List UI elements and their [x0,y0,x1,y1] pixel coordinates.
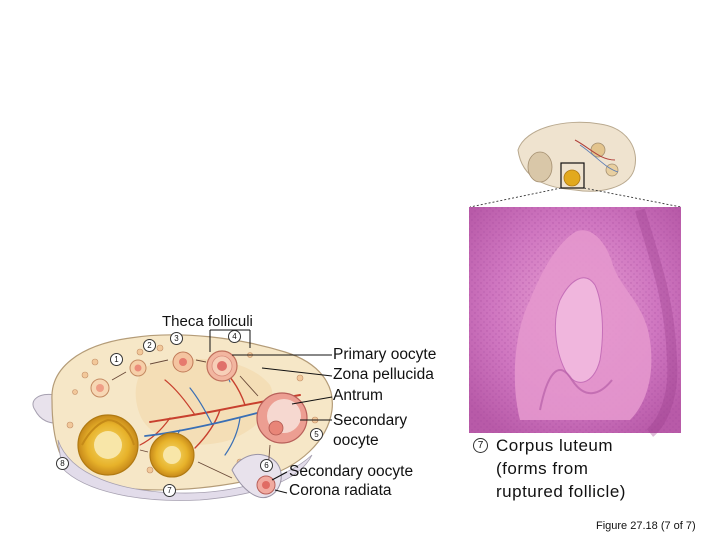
label-secondary-line1: Secondary [333,413,407,430]
marker-4: 4 [228,330,241,343]
marker-1: 1 [110,353,123,366]
label-corpus-luteum-line1: Corpus luteum [496,437,613,455]
marker-2: 2 [143,339,156,352]
figure-caption: Figure 27.18 (7 of 7) [596,521,696,533]
label-corona-radiata: Corona radiata [289,483,392,500]
marker-8: 8 [56,457,69,470]
label-zona-pellucida: Zona pellucida [333,367,434,384]
corpus-luteum-medium [150,433,194,477]
ovary-illustration [33,335,332,501]
corpus-luteum-large [78,415,138,475]
marker-3: 3 [170,332,183,345]
marker-7: 7 [163,484,176,497]
ovary-thumbnail [518,122,636,191]
label-theca-folliculi: Theca folliculi [162,314,253,330]
label-antrum: Antrum [333,388,383,405]
corpus-luteum-micrograph [469,207,681,433]
marker-6: 6 [260,459,273,472]
zoom-line-left [470,188,561,207]
label-corpus-luteum-line3: ruptured follicle) [496,483,626,501]
label-corpus-luteum-line2: (forms from [496,460,588,478]
marker-7-micrograph: 7 [473,438,488,453]
label-secondary-line2: oocyte [333,433,379,450]
label-secondary-oocyte: Secondary oocyte [289,464,413,481]
label-primary-oocyte: Primary oocyte [333,347,436,364]
marker-5: 5 [310,428,323,441]
